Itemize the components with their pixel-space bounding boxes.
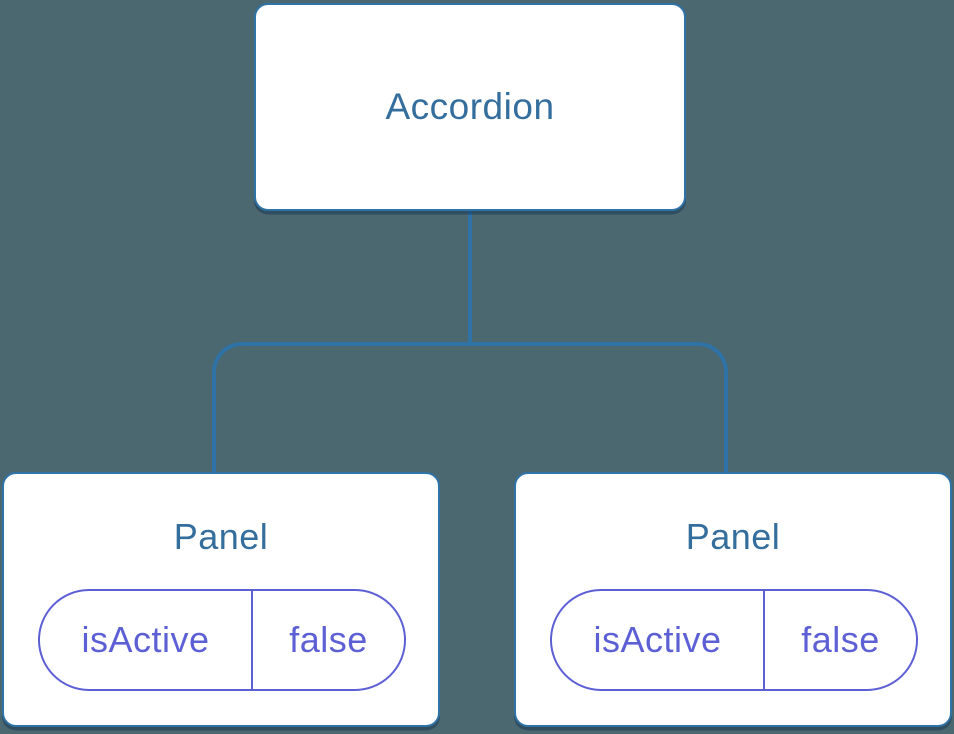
accordion-node: Accordion bbox=[254, 3, 686, 211]
connector-bracket bbox=[212, 342, 728, 473]
panel-node-label: Panel bbox=[685, 516, 781, 557]
panel-node-right: Panel isActive false bbox=[514, 472, 952, 727]
accordion-node-label: Accordion bbox=[385, 86, 555, 127]
panel-node-label: Panel bbox=[173, 516, 269, 557]
state-pill: isActive false bbox=[550, 589, 918, 691]
panel-node-left: Panel isActive false bbox=[2, 472, 440, 727]
state-pill: isActive false bbox=[38, 589, 406, 691]
state-key-label: isActive bbox=[552, 591, 765, 689]
state-value-label: false bbox=[801, 619, 880, 660]
state-key-label: isActive bbox=[40, 591, 253, 689]
state-value-label: false bbox=[289, 619, 368, 660]
connector-stem bbox=[468, 206, 472, 346]
